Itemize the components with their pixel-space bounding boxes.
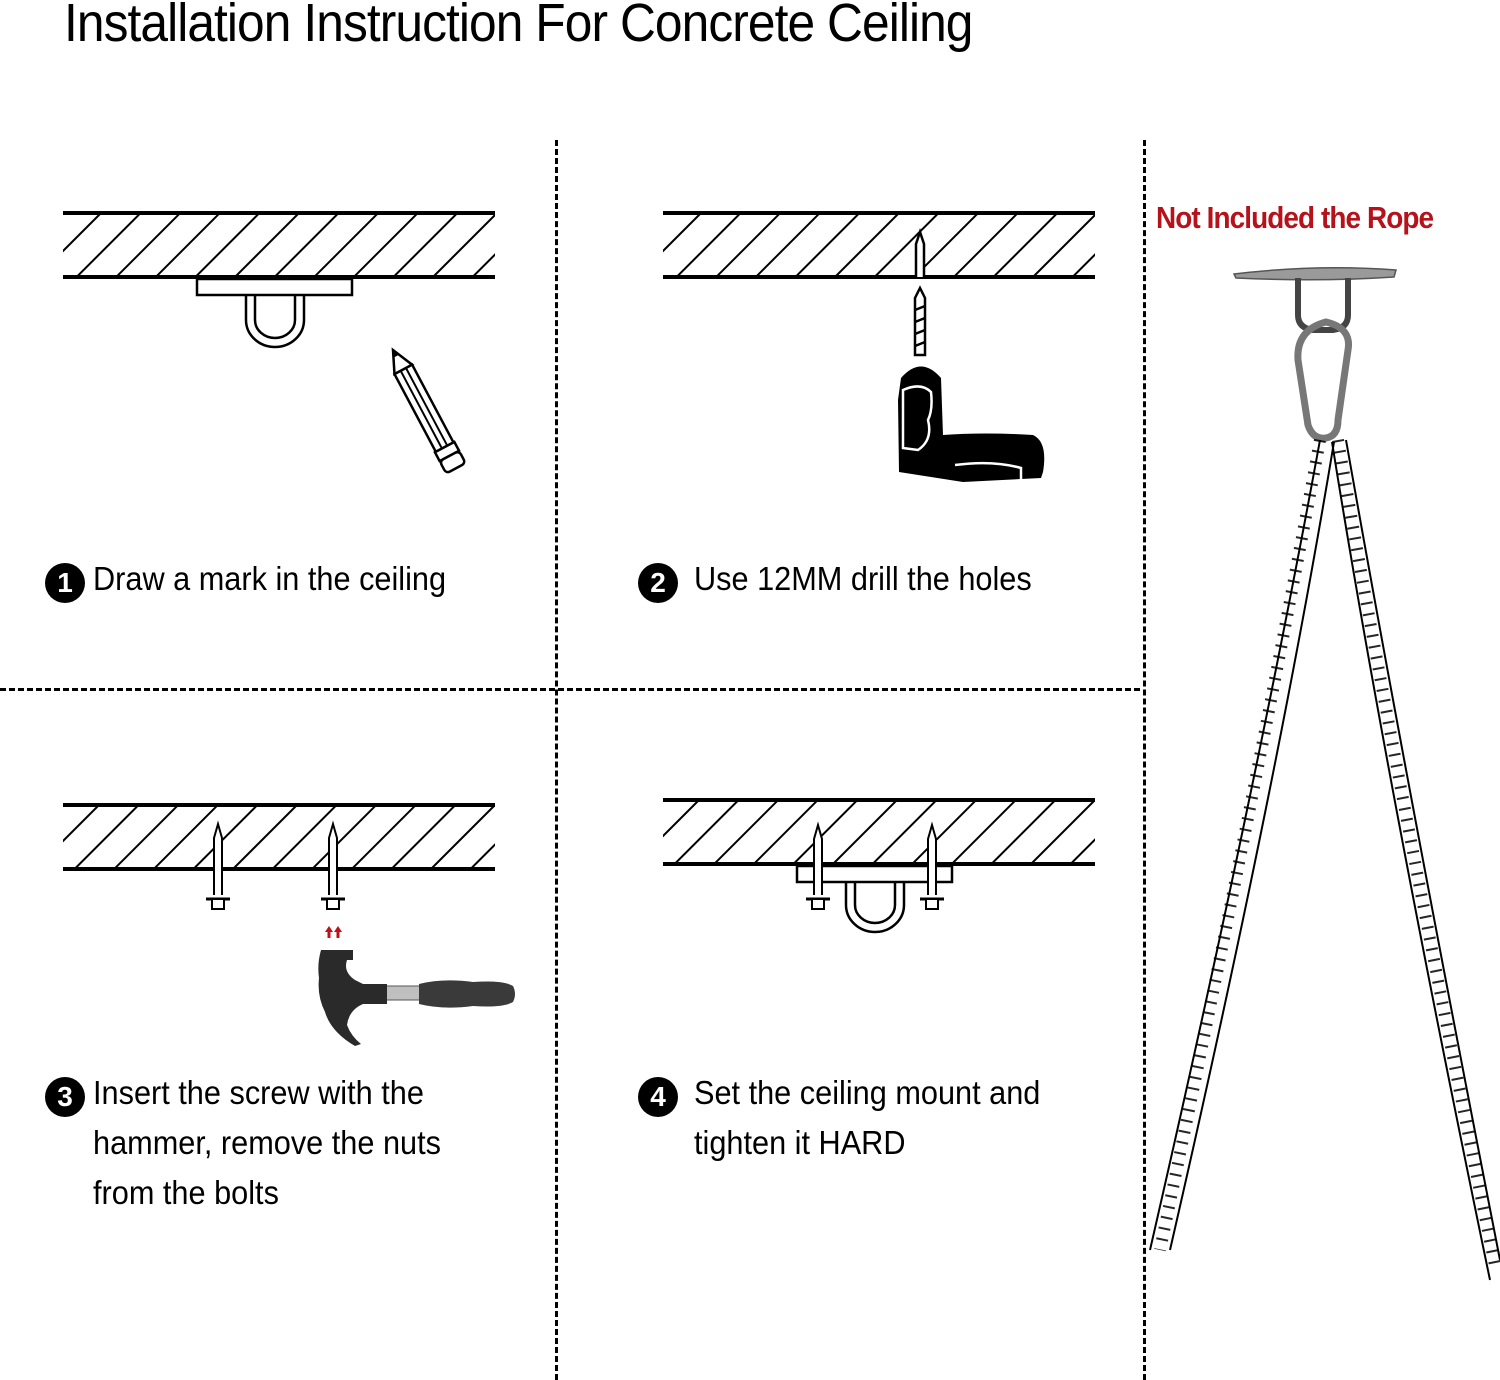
up-arrows-icon xyxy=(325,926,342,938)
bolt-icon xyxy=(321,820,345,910)
ceiling-mount-icon xyxy=(795,864,954,934)
step-text-line: hammer, remove the nuts xyxy=(93,1124,441,1161)
step-3-illustration xyxy=(63,803,515,1046)
bolt-icon xyxy=(920,821,944,910)
step-number-badge: 3 xyxy=(45,1077,85,1117)
product-photo xyxy=(1149,267,1500,1281)
step-text-line: tighten it HARD xyxy=(694,1124,906,1161)
step-number-badge: 2 xyxy=(638,563,678,603)
divider-vertical-right xyxy=(1143,140,1146,1380)
concrete-ceiling xyxy=(63,211,495,279)
pencil-icon xyxy=(391,347,466,474)
carabiner-icon xyxy=(1294,318,1353,442)
divider-horizontal xyxy=(0,688,1140,691)
rope-not-included-note: Not Included the Rope xyxy=(1156,200,1434,235)
concrete-ceiling xyxy=(63,803,495,871)
swivel-hook-icon xyxy=(1295,278,1351,333)
step-text-line: from the bolts xyxy=(93,1174,279,1211)
bolt-icon xyxy=(806,821,830,910)
concrete-ceiling xyxy=(663,798,1095,866)
step-number-badge: 4 xyxy=(638,1077,678,1117)
hammer-icon xyxy=(318,950,515,1046)
step-2-illustration xyxy=(663,211,1095,482)
ceiling-mount-icon xyxy=(195,277,354,349)
bolt-icon xyxy=(206,820,230,910)
step-text-line: Set the ceiling mount and xyxy=(694,1074,1041,1111)
step-text-line: Use 12MM drill the holes xyxy=(694,560,1032,597)
step-4-illustration xyxy=(663,798,1095,934)
page-title: Installation Instruction For Concrete Ce… xyxy=(64,0,973,53)
ceiling-plate-icon xyxy=(1232,267,1397,281)
step-number-badge: 1 xyxy=(45,563,85,603)
step-text-line: Draw a mark in the ceiling xyxy=(93,560,447,597)
rope-right xyxy=(1331,438,1500,1281)
drill-icon xyxy=(898,285,1045,482)
divider-vertical-center xyxy=(555,140,558,1380)
step-text-line: Insert the screw with the xyxy=(93,1074,424,1111)
step-1-illustration xyxy=(63,211,495,474)
concrete-ceiling xyxy=(663,211,1095,279)
rope-left xyxy=(1149,438,1335,1252)
